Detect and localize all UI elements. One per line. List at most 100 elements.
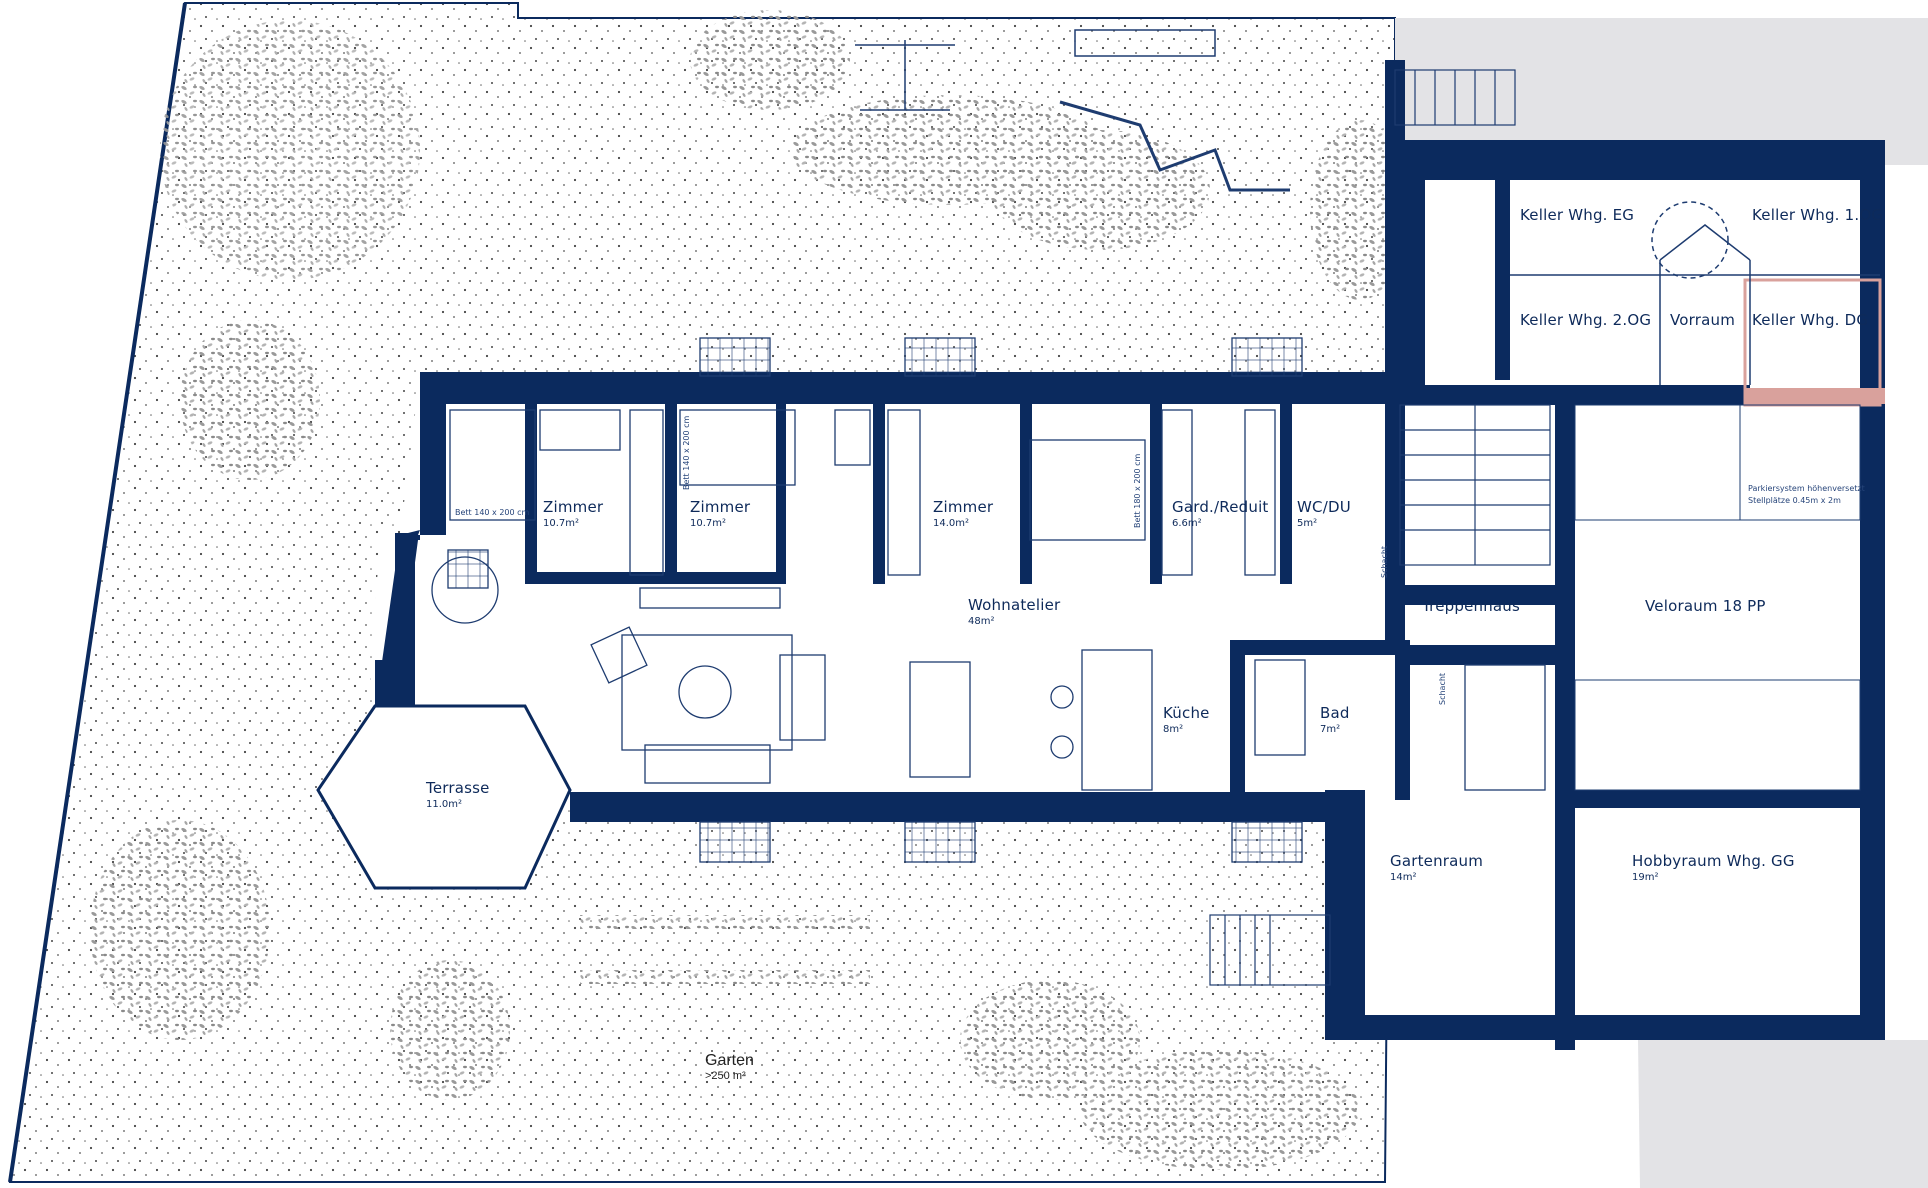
bed-note-1: Bett 140 x 200 cm <box>455 508 530 517</box>
tree-cluster <box>690 10 850 110</box>
room-label-keller-dg: Keller Whg. DG <box>1752 310 1868 329</box>
bed-note-3: Bett 180 x 200 cm <box>1133 453 1142 528</box>
room-name: WC/DU <box>1297 498 1351 516</box>
outdoor-bench <box>699 821 771 863</box>
armchair <box>590 626 648 684</box>
room-name: Zimmer <box>543 498 604 516</box>
room-label-wc: WC/DU 5m² <box>1297 497 1351 529</box>
room-name: Keller Whg. DG <box>1752 311 1869 329</box>
room-label-hobbyraum: Hobbyraum Whg. GG 19m² <box>1632 851 1795 883</box>
wardrobe <box>1161 409 1193 576</box>
tree-cluster <box>390 960 510 1100</box>
parking-note-2: Stellplätze 0.45m x 2m <box>1748 496 1841 505</box>
terrace-chair <box>447 549 489 589</box>
room-label-zimmer-2: Zimmer 10.7m² <box>690 497 750 529</box>
dining-table <box>909 661 971 778</box>
schacht-note-1: Schacht <box>1380 545 1389 578</box>
stool <box>1050 735 1074 759</box>
room-area: 48m² <box>968 616 995 627</box>
room-label-veloraum: Veloraum 18 PP <box>1645 596 1766 615</box>
hedge <box>580 970 870 984</box>
schacht-note-2: Schacht <box>1438 672 1447 705</box>
bed-note-2: Bett 140 x 200 cm <box>682 415 691 490</box>
room-label-keller-2og: Keller Whg. 2.OG <box>1520 310 1651 329</box>
neighbor-building-bottom <box>1638 1040 1928 1188</box>
room-label-kueche: Küche 8m² <box>1163 703 1210 735</box>
site-edge-left <box>8 2 187 1183</box>
terrace-outline <box>316 704 572 890</box>
room-label-vorraum: Vorraum <box>1670 310 1735 329</box>
desk <box>539 409 621 451</box>
interior-floor <box>318 180 1880 1030</box>
armchair-side <box>779 654 826 741</box>
garden-name: Garten <box>705 1052 754 1069</box>
coffee-table <box>621 634 793 751</box>
room-name: Keller Whg. 2.OG <box>1520 311 1652 329</box>
outdoor-bench <box>904 337 976 377</box>
room-area: 14m² <box>1390 872 1417 883</box>
hedge <box>580 915 870 929</box>
room-label-garderobe: Gard./Reduit 6.6m² <box>1172 497 1269 529</box>
room-label-bad: Bad 7m² <box>1320 703 1350 735</box>
tree-cluster <box>1080 1050 1360 1170</box>
neighbor-building-top <box>1395 18 1928 165</box>
bed <box>1029 439 1146 541</box>
shower <box>1464 664 1546 791</box>
room-area: 10.7m² <box>690 518 727 529</box>
room-name: Zimmer <box>690 498 751 516</box>
room-label-zimmer-3: Zimmer 14.0m² <box>933 497 993 529</box>
room-name: Gartenraum <box>1390 852 1484 870</box>
stairs <box>1209 69 1551 986</box>
room-name: Gard./Reduit <box>1172 498 1269 516</box>
room-area: 11.0m² <box>426 799 463 810</box>
wardrobe <box>887 409 921 576</box>
outdoor-bench <box>1231 337 1303 377</box>
playground <box>855 29 1290 192</box>
room-label-treppenhaus: Treppenhaus <box>1422 596 1520 615</box>
room-label-keller-1og: Keller Whg. 1.OG <box>1752 205 1883 224</box>
room-name: Treppenhaus <box>1422 597 1521 615</box>
bed <box>679 409 796 486</box>
sofa <box>644 744 771 784</box>
room-area: 5m² <box>1297 518 1318 529</box>
room-name: Keller Whg. EG <box>1520 206 1635 224</box>
desk <box>834 409 871 466</box>
room-name: Keller Whg. 1.OG <box>1752 206 1884 224</box>
tree-cluster <box>990 130 1210 250</box>
garden-area-value: >250 m² <box>705 1070 746 1082</box>
tree-cluster <box>90 820 270 1040</box>
outdoor-bench <box>1231 821 1303 863</box>
garden-label: Garten >250 m² <box>705 1050 754 1082</box>
room-area: 10.7m² <box>543 518 580 529</box>
keller-lines <box>1510 201 1880 385</box>
bathtub <box>1254 659 1306 756</box>
terrace-floor <box>318 706 570 888</box>
bed <box>449 409 536 521</box>
parking-note-1: Parkiersystem höhenversetzt <box>1748 484 1865 493</box>
room-area: 14.0m² <box>933 518 970 529</box>
kitchen-island <box>1081 649 1153 791</box>
room-area: 7m² <box>1320 724 1341 735</box>
sideboard <box>639 587 781 609</box>
room-label-gartenraum: Gartenraum 14m² <box>1390 851 1483 883</box>
room-name: Wohnatelier <box>968 596 1061 614</box>
room-area: 8m² <box>1163 724 1184 735</box>
trees <box>90 10 1410 1170</box>
tree-cluster <box>180 320 320 480</box>
wardrobe <box>629 409 664 576</box>
highlight-bar <box>1745 388 1885 404</box>
room-name: Vorraum <box>1670 311 1736 329</box>
rug <box>678 665 732 719</box>
room-name: Hobbyraum Whg. GG <box>1632 852 1795 870</box>
stool <box>1050 685 1074 709</box>
room-name: Veloraum 18 PP <box>1645 597 1766 615</box>
furniture <box>431 337 1546 863</box>
outdoor-bench <box>699 337 771 377</box>
room-name: Bad <box>1320 704 1350 722</box>
room-label-zimmer-1: Zimmer 10.7m² <box>543 497 603 529</box>
tree-cluster <box>160 20 420 280</box>
outdoor-bench <box>904 821 976 863</box>
room-name: Küche <box>1163 704 1210 722</box>
room-area: 6.6m² <box>1172 518 1202 529</box>
